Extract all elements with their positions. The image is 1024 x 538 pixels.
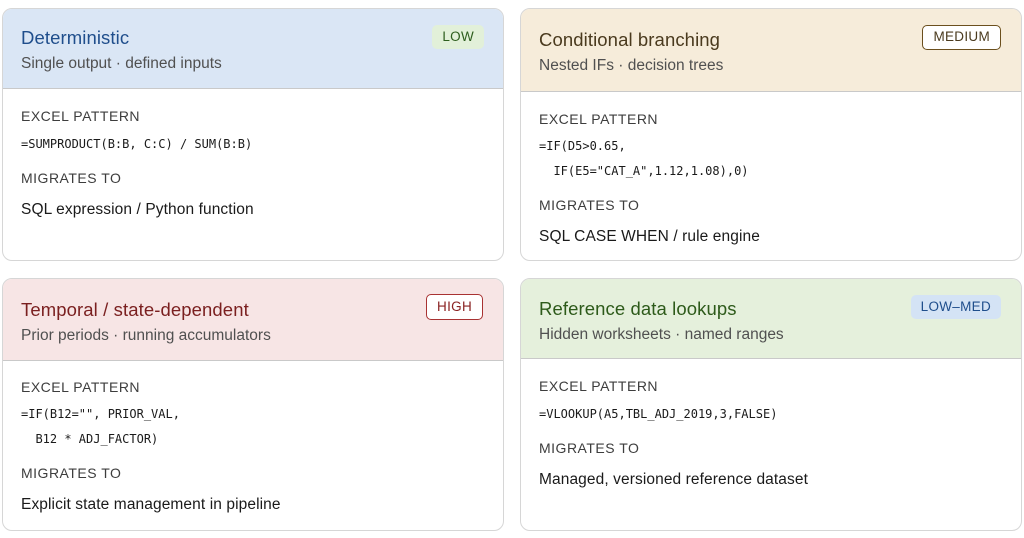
card-body: EXCEL PATTERN =IF(B12="", PRIOR_VAL, B12… xyxy=(3,378,503,515)
card-subtitle: Single output · defined inputs xyxy=(21,55,222,72)
migration-target: Explicit state management in pipeline xyxy=(21,496,281,513)
card-header: Temporal / state-dependent Prior periods… xyxy=(3,279,503,361)
card-conditional-branching: Conditional branching Nested IFs · decis… xyxy=(520,8,1022,261)
card-temporal-state-dependent: Temporal / state-dependent Prior periods… xyxy=(2,278,504,531)
card-body: EXCEL PATTERN =VLOOKUP(A5,TBL_ADJ_2019,3… xyxy=(521,377,1021,490)
card-header: Reference data lookups Hidden worksheets… xyxy=(521,279,1021,359)
excel-pattern-label: EXCEL PATTERN xyxy=(21,108,141,124)
migration-target: SQL expression / Python function xyxy=(21,201,254,218)
excel-pattern-label: EXCEL PATTERN xyxy=(539,378,659,394)
card-deterministic: Deterministic Single output · defined in… xyxy=(2,8,504,261)
excel-pattern-label: EXCEL PATTERN xyxy=(21,379,141,395)
complexity-badge: LOW xyxy=(432,25,484,49)
card-header: Conditional branching Nested IFs · decis… xyxy=(521,9,1021,92)
card-header: Deterministic Single output · defined in… xyxy=(3,9,503,89)
excel-formula-line: B12 * ADJ_FACTOR) xyxy=(21,432,159,446)
excel-formula-line: IF(E5="CAT_A",1.12,1.08),0) xyxy=(539,164,749,178)
card-subtitle: Nested IFs · decision trees xyxy=(539,57,724,74)
excel-formula-line: =VLOOKUP(A5,TBL_ADJ_2019,3,FALSE) xyxy=(539,407,778,421)
migration-target: SQL CASE WHEN / rule engine xyxy=(539,228,760,245)
card-body: EXCEL PATTERN =IF(D5>0.65, IF(E5="CAT_A"… xyxy=(521,110,1021,247)
migrates-to-label: MIGRATES TO xyxy=(21,465,122,481)
card-subtitle: Prior periods · running accumulators xyxy=(21,327,271,344)
excel-formula-line: =IF(B12="", PRIOR_VAL, xyxy=(21,407,180,421)
card-subtitle: Hidden worksheets · named ranges xyxy=(539,326,784,343)
card-reference-data-lookups: Reference data lookups Hidden worksheets… xyxy=(520,278,1022,531)
migrates-to-label: MIGRATES TO xyxy=(539,197,640,213)
card-title: Conditional branching xyxy=(539,29,721,50)
complexity-badge: MEDIUM xyxy=(922,25,1001,50)
migrates-to-label: MIGRATES TO xyxy=(21,170,122,186)
migration-target: Managed, versioned reference dataset xyxy=(539,471,808,488)
excel-formula-line: =SUMPRODUCT(B:B, C:C) / SUM(B:B) xyxy=(21,137,253,151)
card-title: Reference data lookups xyxy=(539,298,737,319)
card-body: EXCEL PATTERN =SUMPRODUCT(B:B, C:C) / SU… xyxy=(3,107,503,220)
card-title: Deterministic xyxy=(21,27,130,48)
complexity-badge: LOW–MED xyxy=(910,295,1001,319)
migrates-to-label: MIGRATES TO xyxy=(539,440,640,456)
card-title: Temporal / state-dependent xyxy=(21,299,249,320)
excel-formula-line: =IF(D5>0.65, xyxy=(539,139,626,153)
complexity-badge: HIGH xyxy=(426,294,483,320)
excel-pattern-label: EXCEL PATTERN xyxy=(539,111,659,127)
